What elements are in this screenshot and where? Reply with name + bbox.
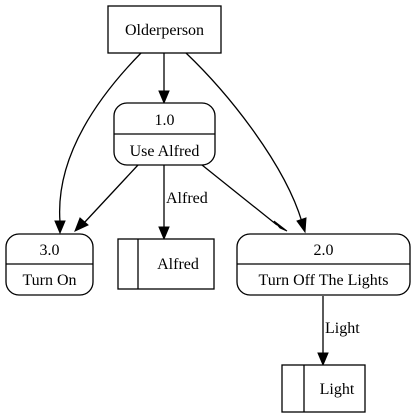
flow-use-alfred-to-turn-on [83, 164, 139, 224]
flow-olderperson-to-turn-on [59, 52, 142, 223]
datastore-label: Light [320, 381, 355, 398]
flow-olderperson-to-turn-off-lights [185, 52, 303, 223]
process-id: 2.0 [314, 242, 334, 259]
flow-edges [54, 52, 329, 367]
process-id: 1.0 [155, 112, 175, 129]
arrowhead-use-alfred-to-turn-on [74, 217, 89, 232]
datastore-light: Light [281, 364, 366, 413]
arrowhead-turn-off-lights-to-light-store [317, 352, 329, 367]
process-id: 3.0 [40, 242, 60, 259]
process-name: Turn Off The Lights [259, 272, 389, 289]
flow-label-light: Light [325, 320, 360, 337]
process-use-alfred: 1.0 Use Alfred [113, 102, 216, 166]
arrowhead-use-alfred-to-alfred-store [158, 226, 170, 241]
datastore-alfred: Alfred [117, 238, 215, 290]
flow-use-alfred-to-turn-off-lights [201, 164, 278, 226]
process-name: Turn On [22, 272, 76, 289]
process-name: Use Alfred [130, 143, 200, 160]
entity-label: Olderperson [125, 22, 204, 39]
datastore-label: Alfred [157, 256, 199, 273]
arrowhead-use-alfred-to-turn-off-lights [273, 220, 288, 232]
arrowhead-olderperson-to-use-alfred [158, 90, 170, 105]
arrowhead-olderperson-to-turn-on [54, 220, 66, 235]
process-turn-on: 3.0 Turn On [5, 233, 94, 296]
arrowhead-olderperson-to-turn-off-lights [296, 217, 307, 234]
entity-olderperson: Olderperson [107, 5, 222, 54]
flow-label-alfred: Alfred [166, 190, 208, 207]
process-turn-off-the-lights: 2.0 Turn Off The Lights [236, 233, 411, 296]
